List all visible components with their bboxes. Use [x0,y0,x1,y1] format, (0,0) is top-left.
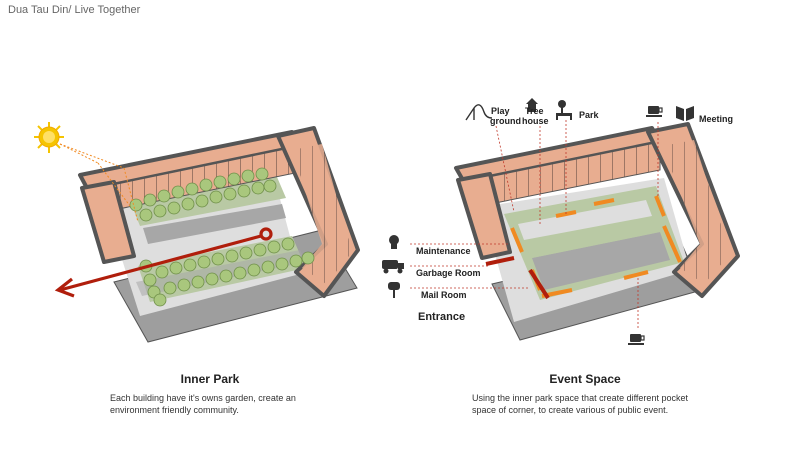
ring-inner-court-top [522,218,660,258]
playground-slide-icon [465,104,493,121]
lightbulb-icon [389,235,399,249]
label-treehouse-line2: house [522,116,549,126]
inner-park-description-line1: Each building have it's owns garden, cre… [110,393,296,403]
building-wing-right-facade-right [662,140,730,284]
sunlight-rays [59,143,139,223]
coffee-cup-icon-bottom [628,334,645,345]
garbage-truck-icon [382,260,404,274]
sun-icon [34,122,64,153]
label-garbage-room: Garbage Room [416,268,481,278]
upper-tree-row [129,167,277,222]
building-wing-left [80,180,136,264]
ring-inner-top [518,200,652,240]
building-wing-left-right [456,172,512,260]
label-mail-room: Mail Room [421,290,467,300]
label-entrance: Entrance [418,311,466,323]
park-bench-icon [556,100,572,120]
event-space-diagram [382,98,740,345]
label-meeting: Meeting [699,114,734,124]
inner-park-title: Inner Park [180,372,240,386]
label-treehouse-line1: Tree [525,106,544,116]
label-playground-line1: Play [491,106,510,116]
event-space-title: Event Space [549,372,621,386]
upper-garden-bed [143,204,286,244]
ring-inner-court [532,232,670,290]
service-rooms [485,256,550,300]
label-playground-line2: ground [490,116,521,126]
inner-park-diagram [34,122,360,343]
book-icon [676,106,694,121]
building-wing-right-facade [292,144,352,284]
page-title: Dua Tau Din/ Live Together [8,4,141,16]
event-space-description-line2: space of corner, to create various of pu… [472,405,669,415]
walking-path-arrow [54,227,273,298]
label-maintenance: Maintenance [416,246,471,256]
inner-park-description-line2: environment friendly community. [110,405,239,415]
leader-lines [410,120,659,330]
coffee-cup-icon [646,106,663,117]
treehouse-icon [526,98,538,112]
lower-tree-row [139,237,315,307]
label-park: Park [579,110,599,120]
mailbox-icon [388,282,400,298]
event-space-description-line1: Using the inner park space that create d… [472,393,688,403]
